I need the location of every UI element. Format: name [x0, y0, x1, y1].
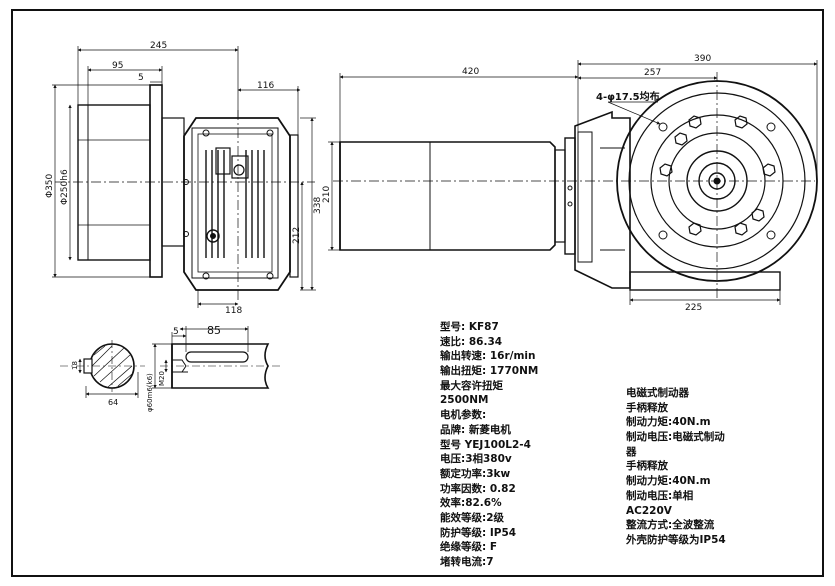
spec-line: 堵转电流:7 [440, 556, 494, 568]
spec-line: 额定功率:3kw [440, 467, 511, 480]
motor-body [339, 141, 556, 251]
spec-line: 整流方式:全波整流 [626, 519, 715, 532]
spec-line: 防护等级: IP54 [440, 526, 517, 539]
spec-line: 绝缘等级: F [440, 541, 498, 554]
shaft-dim-5: 5 [173, 327, 179, 337]
hole-callout: 4-φ17.5均布 [596, 90, 660, 103]
side-view [333, 72, 818, 300]
spec-line: 手柄释放 [626, 401, 668, 414]
spec-line: 型号: KF87 [440, 321, 499, 333]
drawing-border [11, 9, 824, 577]
spec-line: 电压:3相380v [440, 453, 512, 466]
dim-95: 95 [112, 61, 123, 71]
spec-line: 输出扭矩: 1770NM [440, 365, 539, 378]
output-flange [149, 84, 163, 278]
spec-line: AC220V [626, 504, 672, 517]
front-view-dimensions [52, 46, 316, 308]
dim-245: 245 [150, 41, 167, 51]
spec-line: 2500NM [440, 394, 489, 407]
spec-line: 制动电压:单相 [626, 489, 694, 502]
dim-338: 338 [313, 197, 323, 214]
spec-line: 速比: 86.34 [440, 335, 503, 348]
spec-line: 最大容许扭矩 [440, 379, 503, 392]
spec-line: 功率因数: 0.82 [440, 482, 516, 495]
dim-116: 116 [257, 81, 274, 91]
front-view [55, 84, 315, 300]
dim-225: 225 [685, 303, 702, 313]
spec-line: 能效等级:2级 [440, 511, 505, 524]
spec-line: 电磁式制动器 [626, 387, 689, 399]
spec-line: 制动电压:电磁式制动 [626, 431, 725, 444]
dim-118: 118 [225, 306, 242, 316]
shaft-dim-60: φ60m6(k6) [146, 373, 154, 412]
dim-257: 257 [644, 68, 661, 78]
side-view-dimensions [328, 60, 818, 305]
shaft-dim-18: 18 [71, 361, 79, 370]
shaft-detail [60, 340, 280, 392]
spec-line: 品牌: 新菱电机 [440, 423, 511, 436]
dim-250: Φ250h6 [60, 169, 70, 205]
spec-line: 手柄释放 [626, 460, 668, 473]
shaft-dim-m20: M20 [158, 371, 166, 386]
spec-line: 制动力矩:40N.m [626, 416, 711, 429]
gear-housing [574, 110, 631, 289]
flange-spigot [77, 104, 151, 261]
spec-line: 输出转速: 16r/min [440, 350, 536, 363]
spec-list-right: 电磁式制动器 手柄释放 制动力矩:40N.m 制动电压:电磁式制动 器 手柄释放… [626, 386, 726, 548]
spec-line: 效率:82.6% [440, 497, 502, 510]
spec-line: 电机参数: [440, 409, 487, 422]
shaft-dimensions [78, 326, 249, 398]
dim-212: 212 [292, 227, 302, 244]
dim-420: 420 [462, 67, 479, 77]
shaft-dim-85: 85 [207, 324, 221, 337]
shaft-dim-64: 64 [108, 398, 118, 407]
spec-line: 制动力矩:40N.m [626, 475, 711, 488]
dim-390: 390 [694, 54, 711, 64]
dim-350: Φ350 [45, 173, 55, 198]
spec-line: 外壳防护等级为IP54 [626, 533, 726, 546]
spec-line: 器 [626, 445, 637, 458]
dim-210: 210 [322, 186, 332, 203]
spec-list-left: 型号: KF87 速比: 86.34 输出转速: 16r/min 输出扭矩: 1… [440, 320, 538, 570]
spec-line: 型号 YEJ100L2-4 [440, 438, 531, 451]
dim-5: 5 [138, 73, 144, 83]
gearbox-housing [183, 117, 291, 291]
